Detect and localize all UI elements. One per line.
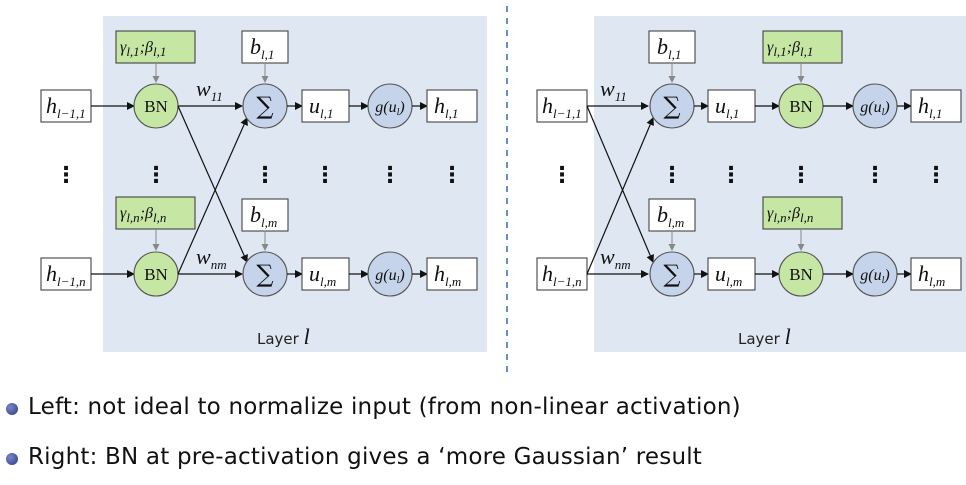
bn-node-bottom-label: BN	[144, 265, 168, 284]
svg-text:⋮: ⋮	[145, 163, 167, 188]
bias-top-label: bl,1	[250, 34, 274, 62]
output-top-label: hl,1	[918, 93, 942, 121]
preact-bottom-label: ul,m	[715, 261, 742, 289]
sum-top-symbol: ∑	[663, 92, 680, 120]
output-box-top	[910, 89, 962, 123]
sum-bottom-symbol: ∑	[663, 260, 680, 288]
preact-bottom-label: ul,m	[309, 261, 336, 289]
output-bottom-label: hl,m	[434, 261, 461, 289]
preact-top-label: ul,1	[715, 93, 739, 121]
input-top-label: hl−1,1	[542, 93, 582, 121]
output-box-top	[426, 89, 478, 123]
weight-bottom-label: wnm	[600, 244, 631, 272]
input-box-top	[40, 89, 92, 123]
layer-label-left: Layer l	[257, 324, 310, 349]
bn-params-top-label: γl,1;βl,1	[120, 39, 166, 59]
bullet-text: Left: not ideal to normalize input (from…	[28, 394, 741, 420]
bias-bottom-label: bl,m	[250, 202, 277, 230]
svg-text:⋮: ⋮	[314, 163, 336, 188]
input-top-label: hl−1,1	[46, 93, 86, 121]
left-diagram: hl−1,1 hl−1,n γl,1;βl,1 γl,n;βl,n BN BN …	[40, 16, 487, 352]
weight-bottom-label: wnm	[196, 244, 227, 272]
input-bottom-label: hl−1,n	[542, 261, 582, 289]
bullet-icon	[6, 403, 18, 415]
bias-box-top	[241, 30, 289, 64]
output-box-bottom	[426, 257, 478, 291]
activation-bottom-label: g(ul)	[860, 267, 889, 286]
bn-params-top	[762, 30, 843, 64]
output-bottom-label: hl,m	[918, 261, 945, 289]
svg-text:⋮: ⋮	[661, 163, 683, 188]
activation-top-label: g(ul)	[375, 99, 404, 118]
bullet-text: Right: BN at pre-activation gives a ‘mor…	[28, 444, 703, 470]
weight-top-label: w11	[600, 76, 627, 104]
output-box-bottom	[910, 257, 962, 291]
svg-text:⋮: ⋮	[551, 163, 573, 188]
layer-panel	[103, 16, 487, 352]
bias-box-top	[648, 30, 696, 64]
svg-text:⋮: ⋮	[55, 163, 77, 188]
preact-box-top	[301, 89, 350, 123]
vertical-ellipses: ⋮ ⋮ ⋮ ⋮ ⋮ ⋮	[55, 163, 463, 188]
svg-text:⋮: ⋮	[864, 163, 886, 188]
vertical-ellipses: ⋮ ⋮ ⋮ ⋮ ⋮ ⋮	[551, 163, 947, 188]
bn-params-bottom-label: γl,n;βl,n	[120, 205, 166, 225]
input-box-top	[536, 89, 588, 123]
bn-params-bottom-label: γl,n;βl,n	[767, 205, 813, 225]
preact-box-bottom	[301, 257, 350, 291]
svg-text:⋮: ⋮	[925, 163, 947, 188]
input-bottom-label: hl−1,n	[46, 261, 86, 289]
preact-box-bottom	[707, 257, 756, 291]
layer-label-right: Layer l	[738, 324, 791, 349]
sum-bottom-symbol: ∑	[256, 260, 273, 288]
bullet-icon	[6, 453, 18, 465]
right-diagram: hl−1,1 hl−1,n w11 wnm bl,1 bl,m ∑ ∑ ul,1…	[536, 16, 966, 352]
activation-top-label: g(ul)	[860, 99, 889, 118]
bn-node-bottom-label: BN	[789, 265, 813, 284]
weight-top-label: w11	[196, 76, 223, 104]
svg-text:⋮: ⋮	[720, 163, 742, 188]
layer-panel	[594, 16, 966, 352]
preact-top-label: ul,1	[309, 93, 333, 121]
bn-params-bottom	[762, 196, 843, 230]
bn-params-top-label: γl,1;βl,1	[767, 39, 813, 59]
bias-bottom-label: bl,m	[657, 202, 684, 230]
svg-text:⋮: ⋮	[441, 163, 463, 188]
svg-text:⋮: ⋮	[254, 163, 276, 188]
bias-top-label: bl,1	[657, 34, 681, 62]
svg-text:⋮: ⋮	[790, 163, 812, 188]
output-top-label: hl,1	[434, 93, 458, 121]
svg-text:⋮: ⋮	[379, 163, 401, 188]
diagram-canvas: hl−1,1 hl−1,n γl,1;βl,1 γl,n;βl,n BN BN …	[40, 6, 966, 372]
activation-bottom-label: g(ul)	[375, 267, 404, 286]
bn-node-top-label: BN	[789, 97, 813, 116]
bn-node-top-label: BN	[144, 97, 168, 116]
sum-top-symbol: ∑	[256, 92, 273, 120]
